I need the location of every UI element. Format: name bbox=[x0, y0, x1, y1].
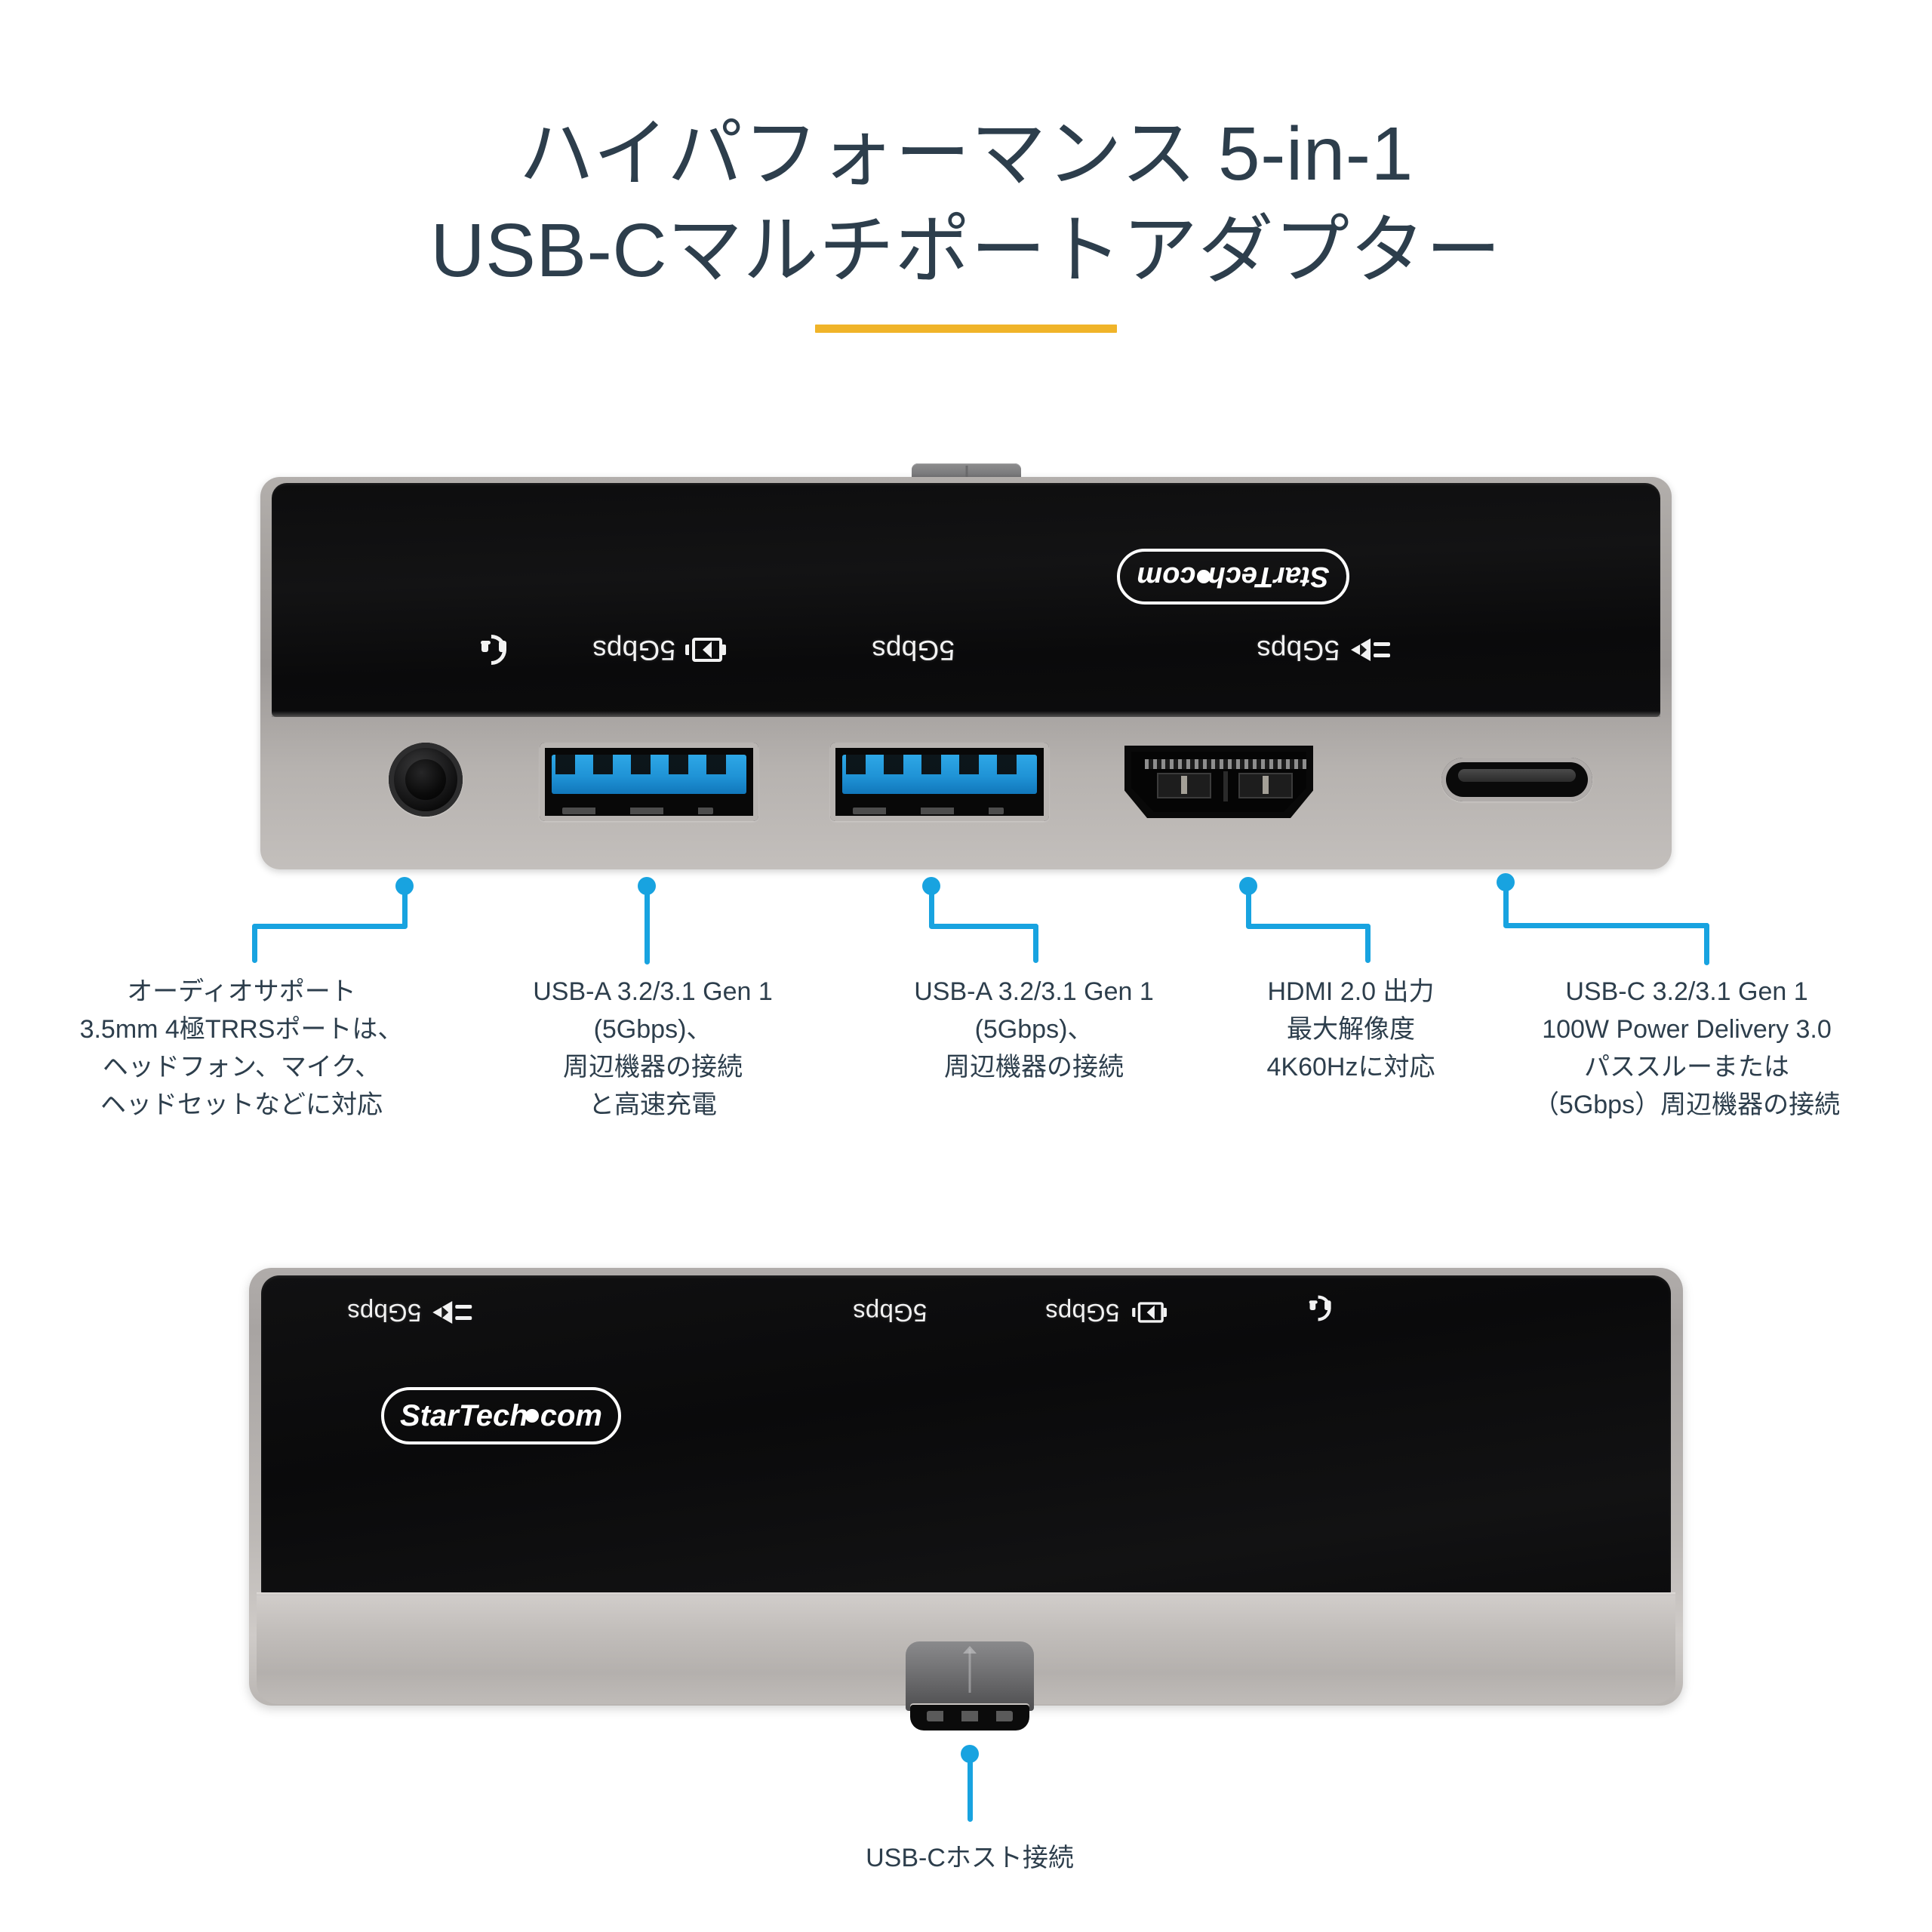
leader-segment bbox=[402, 884, 408, 928]
printed-label-text: 5Gbps bbox=[347, 1299, 422, 1327]
callout-line: 100W Power Delivery 3.0 bbox=[1542, 1014, 1832, 1044]
callout-audio: オーディオサポート 3.5mm 4極TRRSポートは、 ヘッドフォン、マイク、 … bbox=[45, 974, 438, 1124]
usb-a-lower-pins bbox=[853, 808, 1004, 814]
callout-line: USB-C 3.2/3.1 Gen 1 bbox=[1565, 977, 1808, 1006]
device-back-top-panel bbox=[261, 1275, 1671, 1600]
printed-label-back-headset bbox=[1300, 1290, 1337, 1327]
callout-usb-a-2: USB-A 3.2/3.1 Gen 1 (5Gbps)、 周辺機器の接続 bbox=[868, 974, 1200, 1087]
callout-line: と高速充電 bbox=[589, 1090, 717, 1119]
callout-usb-a-1: USB-A 3.2/3.1 Gen 1 (5Gbps)、 周辺機器の接続 と高速… bbox=[487, 974, 819, 1124]
leader-segment bbox=[1033, 924, 1038, 963]
callout-line: ヘッドセットなどに対応 bbox=[100, 1090, 383, 1119]
leader-segment bbox=[968, 1752, 973, 1822]
hdmi-port[interactable] bbox=[1124, 746, 1313, 818]
headset-icon bbox=[469, 628, 513, 672]
leader-segment bbox=[1246, 924, 1371, 929]
callout-hdmi: HDMI 2.0 出力 最大解像度 4K60Hzに対応 bbox=[1211, 974, 1491, 1087]
page-title: ハイパフォーマンス 5-in-1 USB-Cマルチポートアダプター bbox=[0, 106, 1932, 299]
printed-label-usb-a-1: 5Gbps bbox=[592, 634, 727, 666]
leader-segment bbox=[1246, 884, 1251, 928]
hdmi-blade-right bbox=[1238, 773, 1293, 798]
leader-segment bbox=[1503, 923, 1709, 928]
callout-line: (5Gbps)、 bbox=[593, 1014, 712, 1044]
brand-suffix: com bbox=[1137, 561, 1196, 593]
leader-segment bbox=[252, 924, 408, 929]
startech-logo-back: StarTech com bbox=[381, 1387, 621, 1444]
usb-a-tongue bbox=[552, 755, 746, 794]
device-back-view: 5Gbps 5Gbps 5Gbps StarTech com bbox=[249, 1268, 1683, 1706]
usb-a-port-1[interactable] bbox=[540, 743, 758, 821]
printed-label-usb-c: 5Gbps bbox=[1257, 634, 1391, 666]
usb-c-connector-tip bbox=[910, 1703, 1029, 1730]
printed-label-back-usb-a-1: 5Gbps bbox=[1045, 1298, 1170, 1327]
leader-segment bbox=[645, 884, 650, 964]
usb-c-connector-body bbox=[906, 1641, 1034, 1711]
title-underline-rule bbox=[815, 325, 1117, 333]
power-plug-icon bbox=[1348, 638, 1391, 661]
callout-line: (5Gbps)、 bbox=[974, 1014, 1094, 1044]
callout-line: USB-A 3.2/3.1 Gen 1 bbox=[914, 977, 1154, 1006]
leader-segment bbox=[929, 884, 934, 928]
callout-usb-c: USB-C 3.2/3.1 Gen 1 100W Power Delivery … bbox=[1491, 974, 1883, 1124]
device-front-view: 5Gbps 5Gbps 5Gbps StarTech com bbox=[260, 463, 1672, 869]
callout-line: 周辺機器の接続 bbox=[944, 1052, 1124, 1081]
callout-line: 周辺機器の接続 bbox=[563, 1052, 743, 1081]
printed-label-text: 5Gbps bbox=[592, 635, 676, 666]
printed-label-text: 5Gbps bbox=[1045, 1299, 1120, 1327]
title-line-2: USB-Cマルチポートアダプター bbox=[430, 208, 1502, 293]
callout-line: 4K60Hzに対応 bbox=[1266, 1052, 1435, 1081]
printed-label-back-usb-c: 5Gbps bbox=[347, 1298, 472, 1327]
hdmi-cavity bbox=[1131, 752, 1306, 812]
callout-host: USB-Cホスト接続 bbox=[781, 1840, 1158, 1878]
usb-a-lower-pins bbox=[562, 808, 713, 814]
leader-segment bbox=[1365, 924, 1371, 963]
hdmi-blade-left bbox=[1157, 773, 1211, 798]
leader-segment bbox=[929, 924, 1038, 929]
callout-line: USB-Cホスト接続 bbox=[866, 1844, 1074, 1872]
callout-line: HDMI 2.0 出力 bbox=[1267, 977, 1435, 1006]
printed-label-back-usb-a-2: 5Gbps bbox=[853, 1298, 927, 1327]
printed-headset-icon-label bbox=[469, 628, 513, 672]
callout-line: 3.5mm 4極TRRSポートは、 bbox=[79, 1014, 404, 1044]
callout-line: ヘッドフォン、マイク、 bbox=[102, 1052, 381, 1081]
printed-label-text: 5Gbps bbox=[853, 1299, 928, 1327]
usb-c-port[interactable] bbox=[1441, 758, 1592, 801]
hdmi-top-pins bbox=[1145, 759, 1306, 769]
callout-line: 最大解像度 bbox=[1287, 1014, 1415, 1044]
leader-segment bbox=[252, 924, 257, 963]
hdmi-blade-separator bbox=[1223, 771, 1228, 801]
callout-line: オーディオサポート bbox=[127, 977, 356, 1006]
callout-line: （5Gbps）周辺機器の接続 bbox=[1533, 1090, 1841, 1119]
printed-label-usb-a-2: 5Gbps bbox=[872, 634, 955, 666]
battery-charging-icon bbox=[1131, 1302, 1168, 1323]
callout-line: USB-A 3.2/3.1 Gen 1 bbox=[533, 977, 773, 1006]
leader-segment bbox=[1503, 881, 1509, 928]
battery-charging-icon bbox=[684, 638, 727, 662]
leader-segment bbox=[1704, 923, 1709, 965]
headset-icon bbox=[1300, 1290, 1337, 1327]
usb-a-port-2[interactable] bbox=[830, 743, 1049, 821]
brand-suffix: com bbox=[540, 1398, 602, 1432]
brand-name: StarTech bbox=[400, 1398, 528, 1432]
logo-dot bbox=[525, 1409, 539, 1423]
device-front-top-panel bbox=[272, 483, 1660, 717]
printed-label-text: 5Gbps bbox=[872, 635, 955, 666]
brand-name: StarTech bbox=[1208, 561, 1330, 593]
audio-jack-port[interactable] bbox=[389, 743, 463, 817]
usb-c-host-connector bbox=[906, 1641, 1034, 1732]
usb-a-tongue bbox=[842, 755, 1037, 794]
callout-line: パススルーまたは bbox=[1584, 1052, 1789, 1081]
title-line-1: ハイパフォーマンス 5-in-1 bbox=[518, 112, 1414, 196]
power-plug-icon bbox=[429, 1301, 472, 1324]
printed-label-text: 5Gbps bbox=[1257, 635, 1340, 666]
startech-logo-front: StarTech com bbox=[1117, 549, 1349, 605]
